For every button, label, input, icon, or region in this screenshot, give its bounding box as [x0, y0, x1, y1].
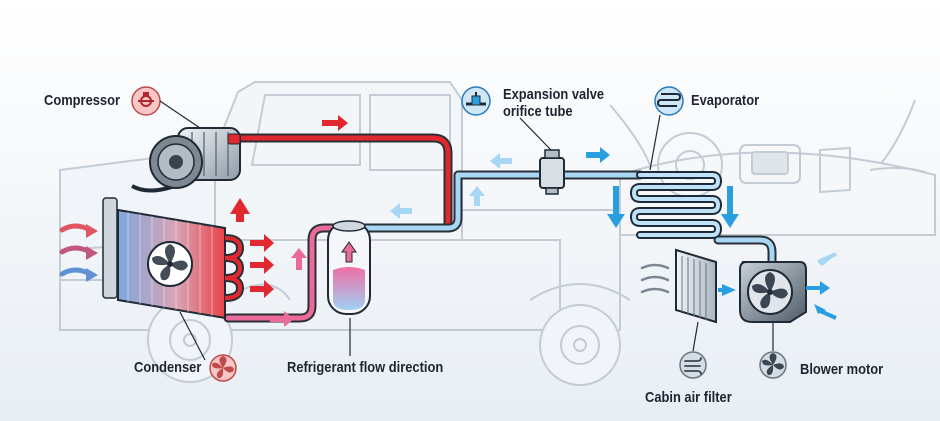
condenser-airflow-arrows	[59, 223, 98, 282]
flow-arrows	[270, 115, 739, 327]
compressor-leader-line	[159, 100, 201, 129]
condenser	[102, 197, 245, 320]
compressor-icon	[131, 86, 161, 116]
cabin-airflow-arrows	[640, 252, 837, 320]
label-refrigerant-flow: Refrigerant flow direction	[287, 359, 444, 376]
filter-leader-line	[692, 321, 699, 352]
label-compressor: Compressor	[44, 92, 120, 109]
liquid-line	[223, 223, 340, 323]
expansion-valve	[539, 149, 565, 195]
label-expansion-valve-line2: orifice tube	[503, 103, 573, 120]
condenser-leader-line	[179, 311, 206, 361]
cabin-air-filter	[675, 248, 717, 324]
label-blower-motor: Blower motor	[800, 361, 884, 378]
compressor	[131, 127, 241, 193]
evaporator-leader-line	[649, 114, 661, 171]
evaporator-coil-icon	[654, 86, 684, 116]
low-pressure-line	[360, 170, 565, 233]
valve-leader-line	[519, 117, 552, 151]
receiver-drier	[327, 220, 371, 315]
label-condenser: Condenser	[134, 359, 202, 376]
label-evaporator: Evaporator	[691, 92, 760, 109]
high-pressure-line	[230, 133, 453, 233]
label-expansion-valve-line1: Expansion valve	[503, 86, 605, 103]
evaporator	[629, 171, 723, 239]
evaporator-line	[555, 170, 777, 267]
airflow-icon	[679, 351, 707, 379]
valve-icon	[461, 86, 491, 116]
label-cabin-air-filter: Cabin air filter	[645, 389, 732, 406]
condenser-fan-label-icon	[209, 354, 237, 382]
hot-air-arrows	[230, 198, 274, 298]
blower-motor	[739, 261, 807, 323]
label-expansion-valve: Expansion valve orifice tube	[503, 86, 604, 120]
blower-fan-icon	[759, 351, 787, 379]
truck-outline	[59, 81, 631, 386]
